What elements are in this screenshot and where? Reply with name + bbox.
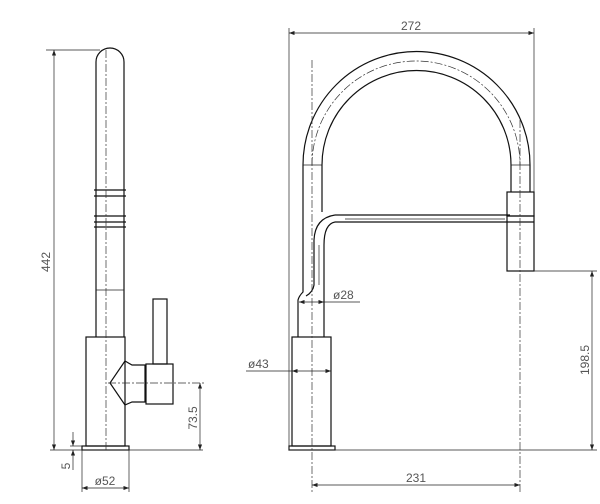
spray-collar — [506, 191, 535, 217]
reach-dimension-label: 231 — [406, 471, 426, 485]
tube-diameter-dimension-label: ø28 — [333, 288, 354, 302]
hose-curve — [305, 214, 336, 337]
arch-inner — [321, 69, 512, 166]
spout-height-dimension-label: 198.5 — [578, 345, 592, 375]
arch-outer — [302, 50, 531, 166]
front-view: 272 198.5 231 ø28 ø43 — [246, 19, 597, 492]
spout-collar — [94, 189, 126, 291]
handle-lever — [152, 298, 168, 365]
base-thickness-dimension-label: 5 — [59, 462, 73, 469]
width-dimension-label: 272 — [401, 19, 421, 33]
base-plate — [81, 445, 130, 451]
front-body — [291, 336, 332, 447]
spout-rod — [95, 47, 125, 337]
height-dimension-label: 442 — [39, 252, 53, 272]
handle-box — [145, 363, 174, 405]
handle-height-dimension-label: 73.5 — [186, 406, 200, 430]
spray-head — [506, 215, 535, 272]
body — [85, 336, 126, 447]
body-diameter-dimension-label: ø43 — [248, 357, 269, 371]
left-tube — [297, 165, 323, 337]
side-view: 442 73.5 5 ø52 — [39, 47, 205, 492]
base-diameter-dimension-label: ø52 — [95, 474, 116, 488]
